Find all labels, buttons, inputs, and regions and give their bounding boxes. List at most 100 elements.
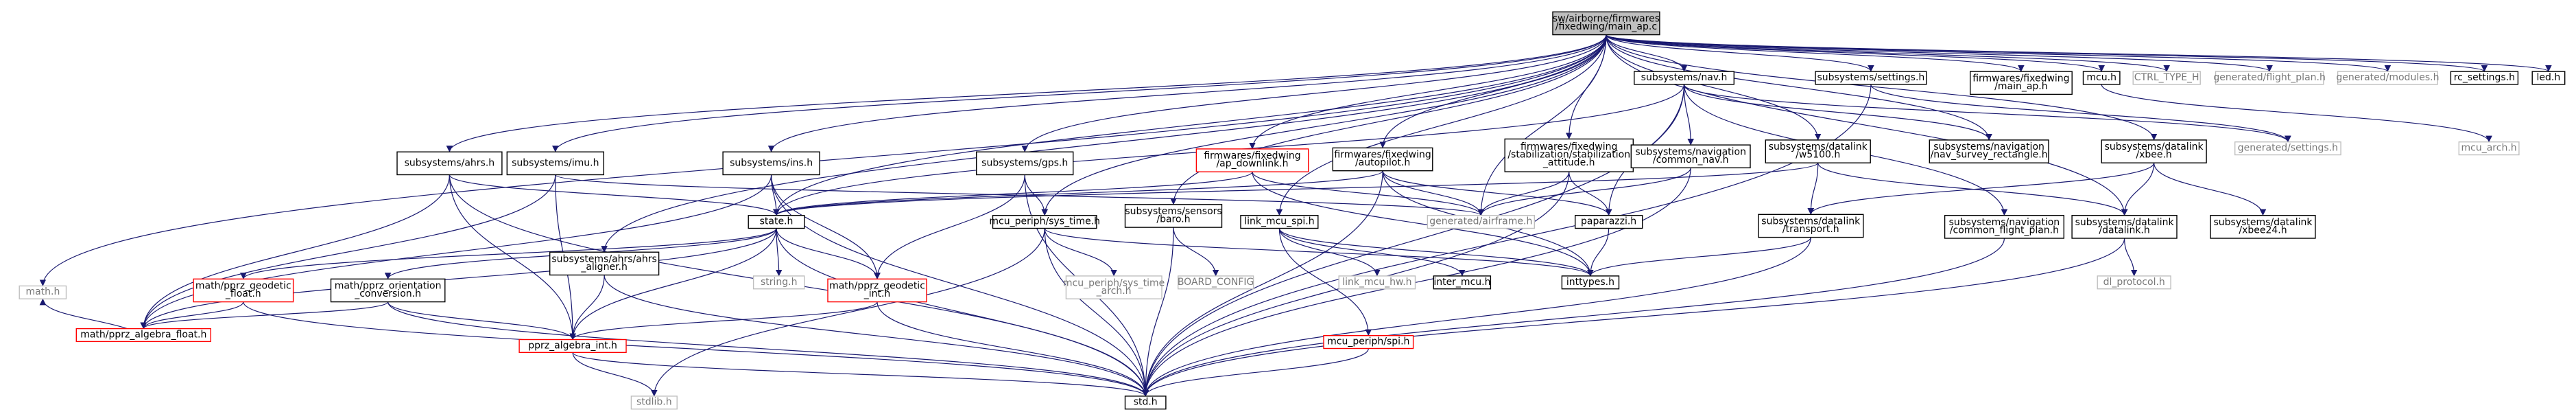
node-ins-h[interactable]: subsystems/ins.h [722,151,820,176]
edge-main_ap_c-to-datalink_w5100_h [1606,34,1822,141]
edge-main_ap_c-to-imu_h [552,34,1607,152]
node-inter-mcu-h[interactable]: inter_mcu.h [1433,275,1492,290]
node-box [396,151,503,176]
node-stdlib-h: stdlib.h [630,396,678,410]
node-label: rc_settings.h [2454,72,2515,83]
node-box [1177,275,1254,290]
node-label: _conversion.h [354,288,421,299]
node-common-nav-h[interactable]: subsystems/navigation/common_nav.h [1630,144,1751,169]
node-label: /nav_survey_rectangle.h [1931,150,2048,161]
edge-main_ap_c-to-main_ap_h [1606,34,2025,72]
node-box [2101,139,2207,163]
edge-mcu_h-to-mcu_arch_h [2101,84,2492,143]
node-main-ap-h[interactable]: firmwares/fixedwing/main_ap.h [1969,71,2073,95]
edge-pprz_algebra_int_h-to-std_h [572,352,1149,397]
edge-main_ap_c-to-math_h [39,34,1607,286]
node-pprz-geodetic-float-h[interactable]: math/pprz_geodetic_float.h [193,278,294,303]
node-main-ap-c[interactable]: sw/airborne/firmwares/fixedwing/main_ap.… [1552,11,1660,36]
edge-state_h-to-pprz_geodetic_float_h [240,228,777,279]
node-mcu-periph-sys-time-h[interactable]: mcu_periph/sys_time.h [989,215,1100,229]
node-led-h[interactable]: led.h [2531,71,2566,85]
node-label: /w5100.h [1796,150,1840,161]
edge-main_ap_c-to-settings_h [1606,34,1874,72]
node-label: subsystems/datalink [2214,217,2313,228]
node-box [2071,215,2178,239]
node-box [2450,71,2519,85]
node-autopilot-h[interactable]: firmwares/fixedwing/autopilot.h [1332,147,1433,172]
node-datalink-transport-h[interactable]: subsystems/datalink/transport.h [1758,214,1864,238]
node-box [1323,335,1414,350]
node-paparazzi-h[interactable]: paparazzi.h [1574,215,1643,229]
edge-datalink_transport_h-to-inttypes_h [1587,237,1811,277]
node-label: math/pprz_orientation [335,281,442,292]
node-nav-h[interactable]: subsystems/nav.h [1634,71,1735,85]
node-mcu-periph-spi-h[interactable]: mcu_periph/spi.h [1323,335,1414,350]
edge-link_mcu_spi_h-to-link_mcu_hw_h [1278,228,1381,277]
edge-state_h-to-pprz_geodetic_int_h [776,228,881,279]
node-imu-h[interactable]: subsystems/imu.h [506,151,604,176]
node-label: /stabilization/stabilization [1507,150,1630,161]
node-datalink-datalink-h[interactable]: subsystems/datalink/datalink.h [2071,215,2178,239]
edge-common_nav_h-to-gen_airframe_h [1477,168,1691,216]
node-label: subsystems/datalink [1769,141,1868,152]
node-mcu-h[interactable]: mcu.h [2082,71,2121,85]
node-xbee24-h[interactable]: subsystems/datalink/xbee24.h [2210,215,2316,239]
node-ahrs-aligner-h[interactable]: subsystems/ahrs/ahrs_aligner.h [549,251,660,276]
node-label: generated/airframe.h [1429,216,1532,227]
node-box [992,215,1097,229]
node-label: led.h [2537,72,2561,83]
edge-main_ap_c-to-led_h [1606,34,2552,72]
node-label: subsystems/ins.h [730,157,813,168]
node-link-mcu-hw-h: link_mcu_hw.h [1338,275,1416,290]
node-datalink-xbee-h[interactable]: subsystems/datalink/xbee.h [2101,139,2207,163]
node-box [1504,138,1634,172]
node-common-flight-plan-h[interactable]: subsystems/navigation/common_flight_plan… [1944,215,2065,239]
node-label: /autopilot.h [1355,157,1410,168]
node-ap-downlink-h[interactable]: firmwares/fixedwing/ap_downlink.h [1195,148,1309,172]
edge-pprz_geodetic_int_h-to-std_h [876,301,1149,397]
node-box [1240,215,1319,229]
node-datalink-w5100-h[interactable]: subsystems/datalink/w5100.h [1765,139,1871,163]
node-nav-survey-rect-h[interactable]: subsystems/navigation/nav_survey_rectang… [1929,139,2049,163]
node-pprz-algebra-int-h[interactable]: pprz_algebra_int.h [518,339,627,353]
edge-main_ap_c-to-gen_modules_h [1606,34,2391,72]
node-label: link_mcu_hw.h [1342,277,1411,288]
node-box [2337,71,2438,85]
node-label: /main_ap.h [1994,81,2048,92]
node-label: mcu_periph/spi.h [1327,336,1409,347]
node-gps-h[interactable]: subsystems/gps.h [975,151,1074,176]
node-std-h[interactable]: std.h [1124,396,1167,410]
node-box [1332,147,1433,172]
node-state-h[interactable]: state.h [748,215,805,229]
node-pprz-orientation-conv-h[interactable]: math/pprz_orientation_conversion.h [330,278,446,303]
edge-mcu_periph_sys_time_h-to-std_h [1044,228,1149,397]
node-box [1124,204,1223,228]
edge-mcu_periph_sys_time_h-to-sys_time_arch_h [1044,228,1117,277]
node-link-mcu-spi-h[interactable]: link_mcu_spi.h [1240,215,1319,229]
node-pprz-algebra-float-h[interactable]: math/pprz_algebra_float.h [75,328,212,343]
node-label: sw/airborne/firmwares [1553,14,1660,25]
node-label: paparazzi.h [1581,216,1636,227]
node-inttypes-h[interactable]: inttypes.h [1561,275,1620,290]
node-label: _attitude.h [1542,157,1595,168]
edge-datalink_datalink_h-to-std_h [1142,238,2125,397]
node-label: mcu_periph/sys_time [1063,277,1165,288]
edge-stab_attitude_h-to-paparazzi_h [1569,172,1612,216]
node-rc-settings-h[interactable]: rc_settings.h [2450,71,2519,85]
edge-main_ap_c-to-datalink_datalink_h [1606,34,2128,216]
edge-main_ap_c-to-ins_h [767,34,1607,152]
node-sensors-baro-h[interactable]: subsystems/sensors/baro.h [1124,204,1223,228]
edge-main_ap_c-to-sensors_baro_h [1170,34,1607,205]
node-label: mcu.h [2086,72,2116,83]
edge-nav_h-to-nav_survey_rect_h [1683,84,1992,141]
node-settings-h[interactable]: subsystems/settings.h [1815,71,1927,85]
node-label: firmwares/fixedwing [1972,73,2069,84]
node-stab-attitude-h[interactable]: firmwares/fixedwing/stabilization/stabil… [1504,138,1634,172]
node-pprz-geodetic-int-h[interactable]: math/pprz_geodetic_int.h [827,278,927,303]
edge-ahrs_h-to-state_h [449,174,780,216]
edge-datalink_w5100_h-to-state_h [773,162,1819,216]
node-box [2097,275,2171,290]
node-ahrs-h[interactable]: subsystems/ahrs.h [396,151,503,176]
node-box [1427,215,1535,229]
edge-ahrs_h-to-pprz_algebra_float_h [140,174,450,330]
